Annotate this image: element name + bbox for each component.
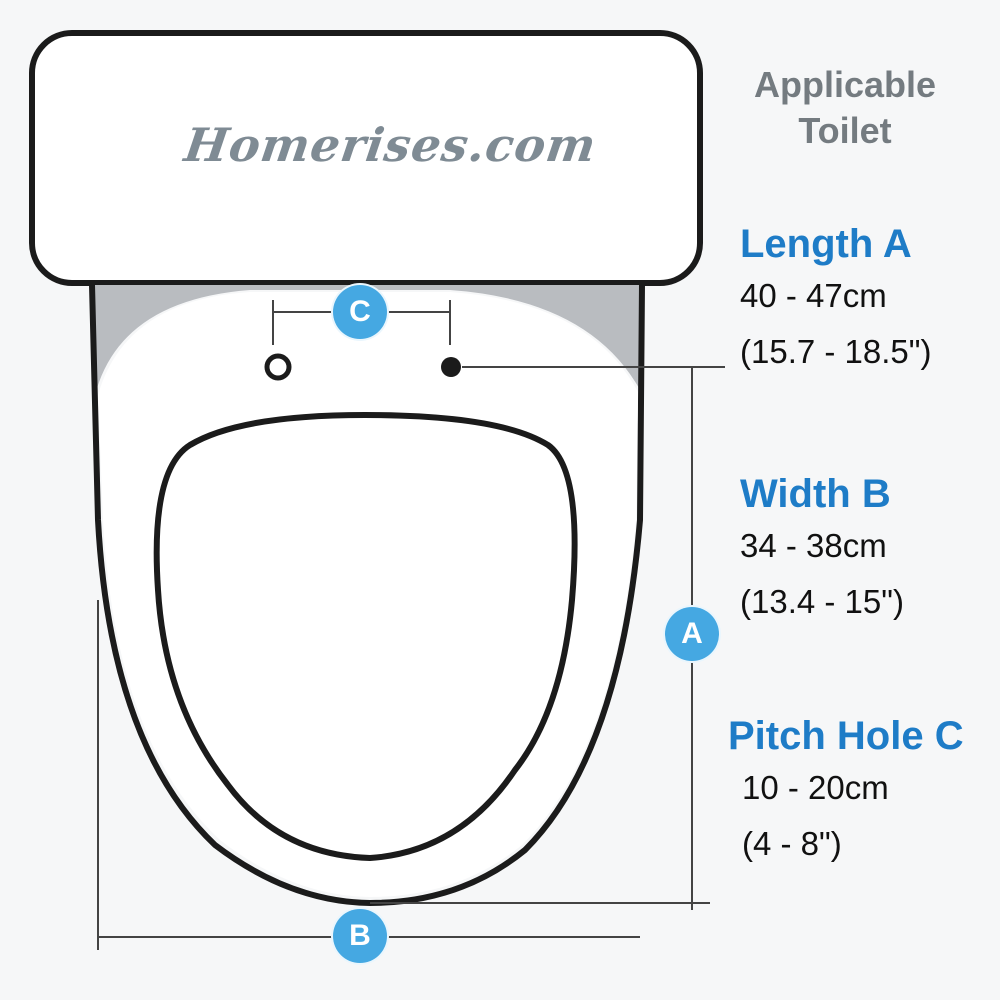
title: Applicable Toilet — [720, 62, 970, 154]
length-heading: Length A — [740, 222, 912, 266]
width-heading: Width B — [740, 472, 891, 516]
width-imperial: (13.4 - 15") — [740, 583, 904, 620]
watermark-logo: Homerises.com — [181, 118, 601, 172]
width-metric: 34 - 38cm — [740, 527, 887, 564]
pitch-metric: 10 - 20cm — [742, 769, 889, 806]
title-line-1: Applicable — [753, 64, 937, 105]
marker-a: A — [665, 607, 719, 661]
marker-b: B — [333, 909, 387, 963]
title-line-2: Toilet — [798, 110, 892, 151]
width-spec: Width B 34 - 38cm (13.4 - 15") — [740, 470, 904, 630]
pitch-heading: Pitch Hole C — [728, 714, 964, 758]
pitch-spec: Pitch Hole C 10 - 20cm (4 - 8") — [728, 712, 964, 872]
bowl-rear-shade — [92, 285, 642, 395]
right-hinge-hole — [441, 357, 461, 377]
marker-c: C — [333, 285, 387, 339]
seat-opening — [153, 411, 578, 862]
left-hinge-hole — [264, 353, 292, 381]
toilet-tank — [29, 30, 703, 286]
pitch-imperial: (4 - 8") — [742, 825, 842, 862]
length-spec: Length A 40 - 47cm (15.7 - 18.5") — [740, 220, 931, 380]
length-metric: 40 - 47cm — [740, 277, 887, 314]
length-imperial: (15.7 - 18.5") — [740, 333, 932, 370]
